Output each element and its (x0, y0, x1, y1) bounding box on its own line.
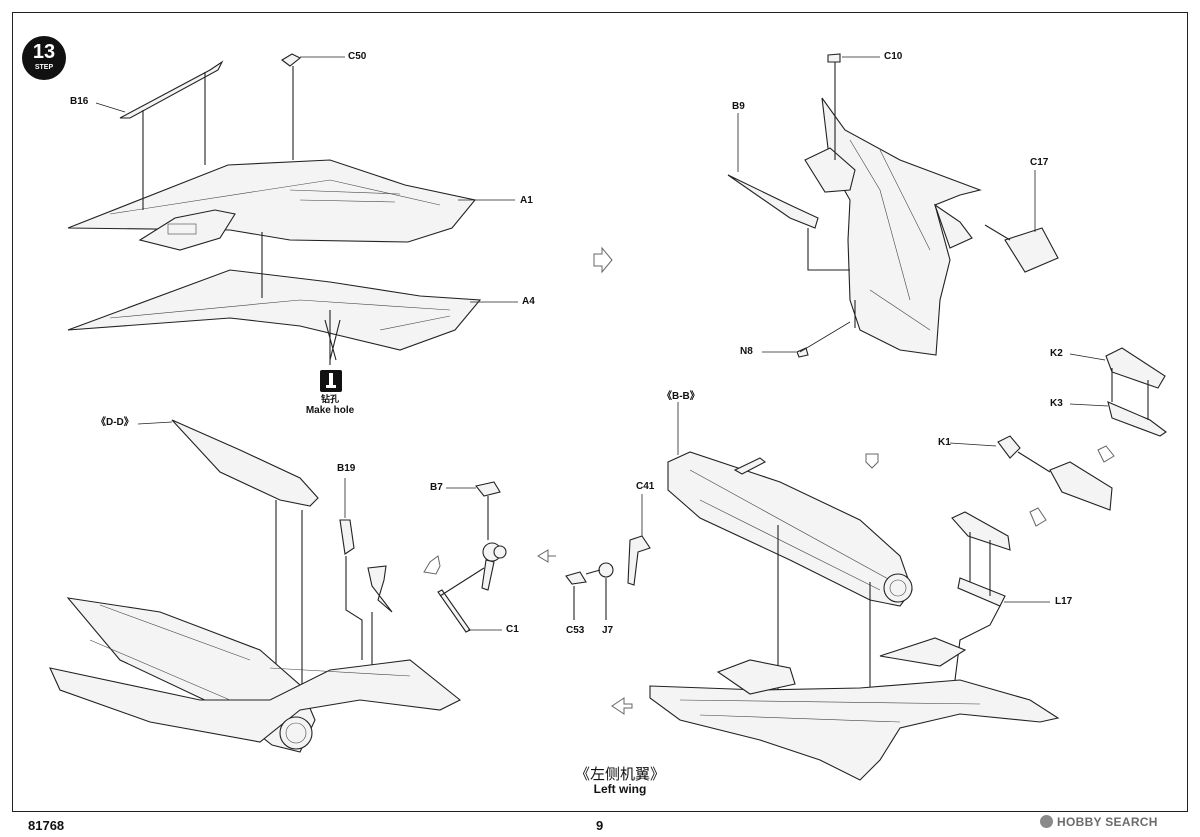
section-caption: 《左侧机翼》 Left wing (540, 766, 700, 797)
label-c17: C17 (1030, 157, 1049, 168)
part-b19 (339, 519, 355, 555)
tip-tank-d-d (171, 419, 319, 507)
part-n8 (796, 347, 809, 358)
landing-gear-leg (367, 565, 393, 613)
left-wing-assembly (49, 597, 462, 753)
part-c17 (1004, 227, 1059, 273)
label-k2: K2 (1050, 348, 1063, 359)
part-k1 (997, 435, 1021, 459)
label-c41: C41 (636, 481, 655, 492)
page-number: 9 (596, 818, 604, 833)
lower-wing-part-a4 (67, 269, 482, 351)
watermark-logo-icon (1040, 815, 1053, 828)
label-a4: A4 (522, 296, 535, 307)
part-c53 (565, 571, 587, 585)
kit-number: 81768 (28, 818, 65, 833)
part-k3 (1107, 401, 1167, 437)
part-c10 (827, 53, 841, 63)
label-b-b: 《B-B》 (662, 391, 700, 402)
caption-en: Left wing (593, 782, 647, 797)
label-k3: K3 (1050, 398, 1063, 409)
label-k1: K1 (938, 437, 951, 448)
label-c53: C53 (566, 625, 585, 636)
fuselage-b-b (667, 451, 913, 607)
part-c50 (281, 53, 302, 67)
page-border (12, 12, 1188, 812)
label-b16: B16 (70, 96, 89, 107)
flow-arrow-icon (423, 246, 1115, 715)
part-b7 (475, 481, 501, 497)
label-n8: N8 (740, 346, 753, 357)
part-j7 (598, 562, 614, 578)
pylon-tank (951, 511, 1011, 551)
label-j7: J7 (602, 625, 614, 636)
make-hole-cn: 钻孔 (320, 394, 339, 404)
part-b16 (119, 60, 224, 119)
label-b7: B7 (430, 482, 443, 493)
part-c41 (627, 535, 651, 586)
step-badge-icon: 13 STEP (22, 36, 66, 80)
fuselage-side-assembly (804, 97, 982, 356)
step-number: 13 (32, 41, 56, 63)
part-l17 (957, 577, 1006, 607)
label-a1: A1 (520, 195, 533, 206)
watermark-text: HOBBY SEARCH (1057, 815, 1158, 829)
part-c1 (437, 589, 471, 633)
label-c1: C1 (506, 624, 519, 635)
label-c50: C50 (348, 51, 367, 62)
caption-cn: 《左侧机翼》 (574, 766, 665, 783)
right-wing-assembly (649, 637, 1060, 781)
make-hole-en: Make hole (305, 405, 355, 417)
label-d-d: 《D-D》 (96, 417, 134, 428)
label-c10: C10 (884, 51, 903, 62)
part-k2 (1105, 347, 1166, 389)
label-b9: B9 (732, 101, 745, 112)
make-hole-icon (320, 370, 342, 392)
main-gear-strut (481, 542, 507, 591)
drop-tank-tail (1049, 461, 1113, 511)
make-hole-caption: 钻孔 Make hole (300, 394, 360, 418)
label-b19: B19 (337, 463, 356, 474)
step-word: STEP (34, 64, 54, 71)
upper-wing-part-a1 (67, 159, 476, 251)
label-l17: L17 (1055, 596, 1073, 607)
part-b9 (727, 174, 819, 229)
